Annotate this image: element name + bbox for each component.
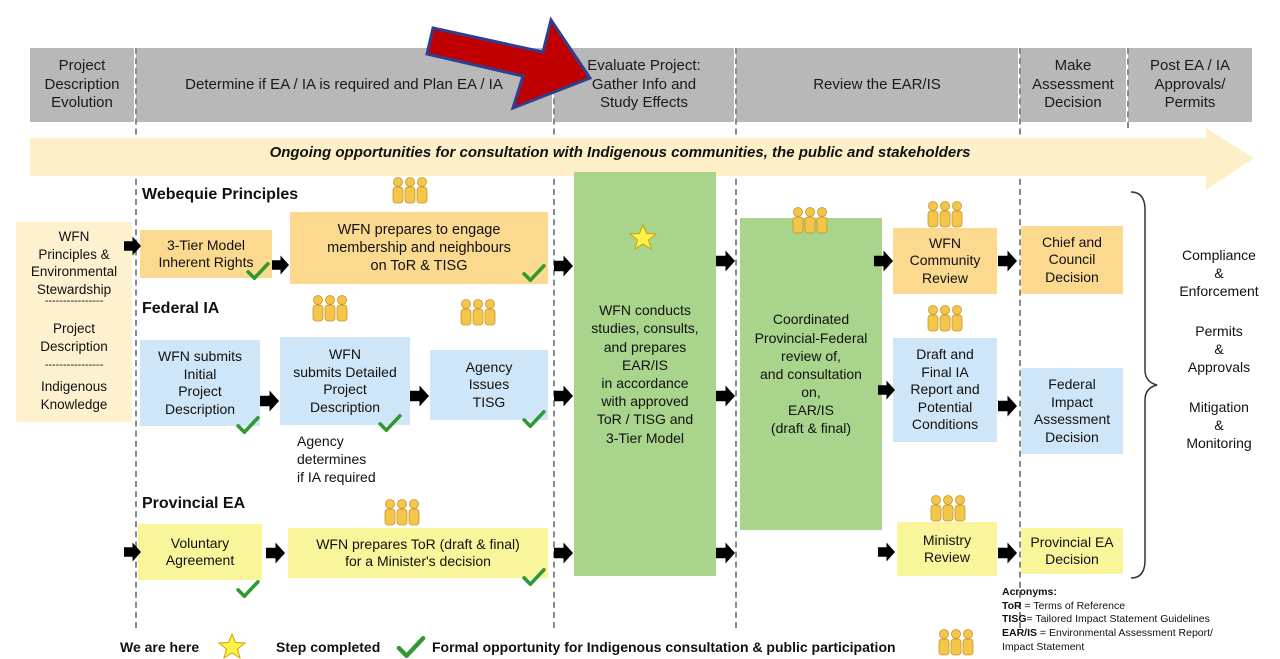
people-icon	[930, 495, 966, 522]
header-col-5: Make Assessment Decision	[1020, 48, 1126, 122]
section-webequie: Webequie Principles	[142, 186, 299, 203]
consultation-banner: Ongoing opportunities for consultation w…	[269, 144, 971, 161]
permits-approvals-text: Permits & Approvals	[1187, 323, 1251, 376]
divider-1: ----------------	[44, 295, 104, 307]
legend-we-are-here: We are here	[120, 639, 200, 655]
provincial-ea-decision-box: Provincial EA Decision	[1021, 528, 1123, 574]
header-col-1: Project Description Evolution	[30, 48, 134, 122]
legend-people-icon	[938, 629, 974, 656]
compliance-enforcement-text: Compliance & Enforcement	[1179, 247, 1259, 300]
wfn-prepares-engage-box: WFN prepares to engage membership and ne…	[290, 212, 548, 284]
voluntary-agreement-box: Voluntary Agreement	[138, 524, 262, 580]
people-icon	[312, 295, 348, 322]
ministry-review-box: Ministry Review	[897, 522, 997, 576]
banner-arrow-shape	[30, 128, 1254, 190]
acronyms-block: Acronyms: ToR = Terms of Reference TISG=…	[1002, 586, 1278, 654]
wfn-principles-text: WFN Principles & Environmental Stewardsh…	[30, 229, 118, 297]
chief-council-decision-box: Chief and Council Decision	[1021, 226, 1123, 294]
header-col-3: Evaluate Project: Gather Info and Study …	[554, 48, 734, 122]
acronym-tisg: TISG= Tailored Impact Statement Guidelin…	[1002, 613, 1210, 626]
legend-check-icon	[396, 636, 426, 658]
separator-2	[553, 48, 555, 628]
indigenous-knowledge-text: Indigenous Knowledge	[40, 379, 108, 412]
people-icon	[460, 299, 496, 326]
wfn-initial-project-description-box: WFN submits Initial Project Description	[140, 340, 260, 426]
agency-determines-text: Agency determines if IA required	[297, 433, 376, 486]
header-col-6: Post EA / IA Approvals/ Permits	[1128, 48, 1252, 122]
divider-2: ----------------	[44, 359, 104, 371]
wfn-detailed-project-description-box: WFN submits Detailed Project Description	[280, 337, 410, 425]
separator-4	[1019, 48, 1021, 628]
people-icon	[792, 207, 828, 234]
legend-formal-opportunity: Formal opportunity for Indigenous consul…	[432, 639, 896, 655]
separator-5	[1127, 48, 1129, 128]
people-icon	[384, 499, 420, 526]
people-icon	[927, 201, 963, 228]
separator-3	[735, 48, 737, 628]
people-icon	[392, 177, 428, 204]
legend-star-icon	[218, 633, 246, 659]
draft-final-ia-report-box: Draft and Final IA Report and Potential …	[893, 338, 997, 442]
section-federal: Federal IA	[142, 300, 220, 317]
three-tier-model-box: 3-Tier Model Inherent Rights	[140, 230, 272, 278]
red-pointer-arrow	[425, 16, 593, 111]
post-ea-brace	[1130, 191, 1158, 579]
federal-impact-assessment-decision-box: Federal Impact Assessment Decision	[1021, 368, 1123, 454]
legend-step-completed: Step completed	[276, 639, 381, 655]
header-col-4: Review the EAR/IS	[736, 48, 1018, 122]
separator-1	[135, 48, 137, 628]
coordinated-review-box: Coordinated Provincial-Federal review of…	[740, 218, 882, 530]
acronym-earis: EAR/IS = Environmental Assessment Report…	[1002, 626, 1213, 639]
acronym-earis-line2: Impact Statement	[1002, 640, 1085, 653]
wfn-community-review-box: WFN Community Review	[893, 228, 997, 294]
agency-issues-tisg-box: Agency Issues TISG	[430, 350, 548, 420]
mitigation-monitoring-text: Mitigation & Monitoring	[1186, 399, 1252, 452]
section-provincial: Provincial EA	[142, 495, 246, 512]
acronym-tor: ToR = Terms of Reference	[1002, 599, 1126, 612]
star-icon	[629, 224, 657, 250]
people-icon	[927, 305, 963, 332]
project-description-text: Project Description	[40, 321, 108, 354]
acronyms-title: Acronyms:	[1002, 586, 1057, 598]
wfn-prepares-tor-box: WFN prepares ToR (draft & final) for a M…	[288, 528, 548, 578]
project-description-evolution-box: WFN Principles & Environmental Stewardsh…	[16, 222, 132, 422]
